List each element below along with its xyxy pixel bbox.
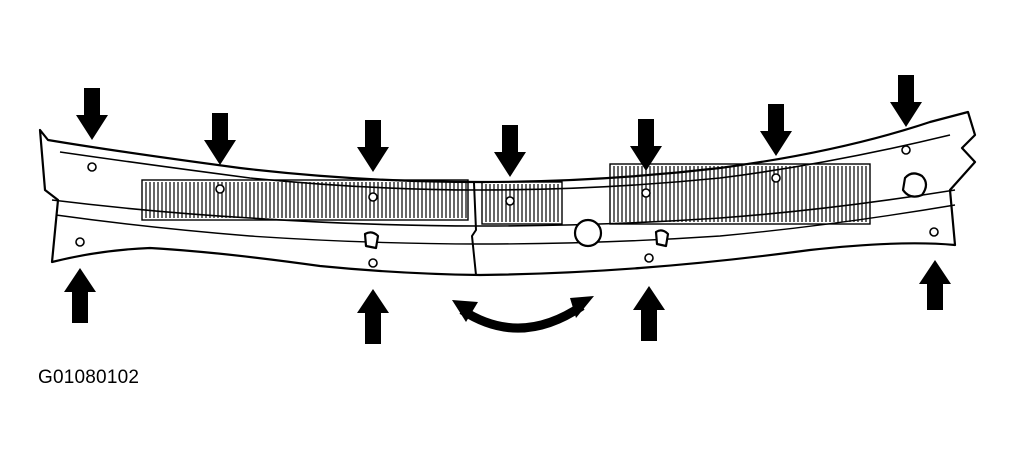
arrow-down-icon xyxy=(890,75,922,127)
figure-id-label: G01080102 xyxy=(38,367,140,388)
arrow-down-icon xyxy=(494,125,526,177)
arrow-down-icon xyxy=(76,88,108,140)
arrow-up-icon xyxy=(633,286,665,341)
arrow-down-icon xyxy=(630,119,662,171)
curved-arrow-icon xyxy=(452,296,594,333)
arrow-down-icon xyxy=(357,120,389,172)
arrow-up-icon xyxy=(357,289,389,344)
arrow-down-icon xyxy=(204,113,236,165)
down-arrows xyxy=(76,75,922,177)
fastener-holes xyxy=(75,145,939,268)
arrow-up-icon xyxy=(64,268,96,323)
arrow-down-icon xyxy=(760,104,792,156)
arrow-up-icon xyxy=(919,260,951,310)
grille-louvers xyxy=(141,163,871,225)
up-arrows xyxy=(64,260,951,344)
